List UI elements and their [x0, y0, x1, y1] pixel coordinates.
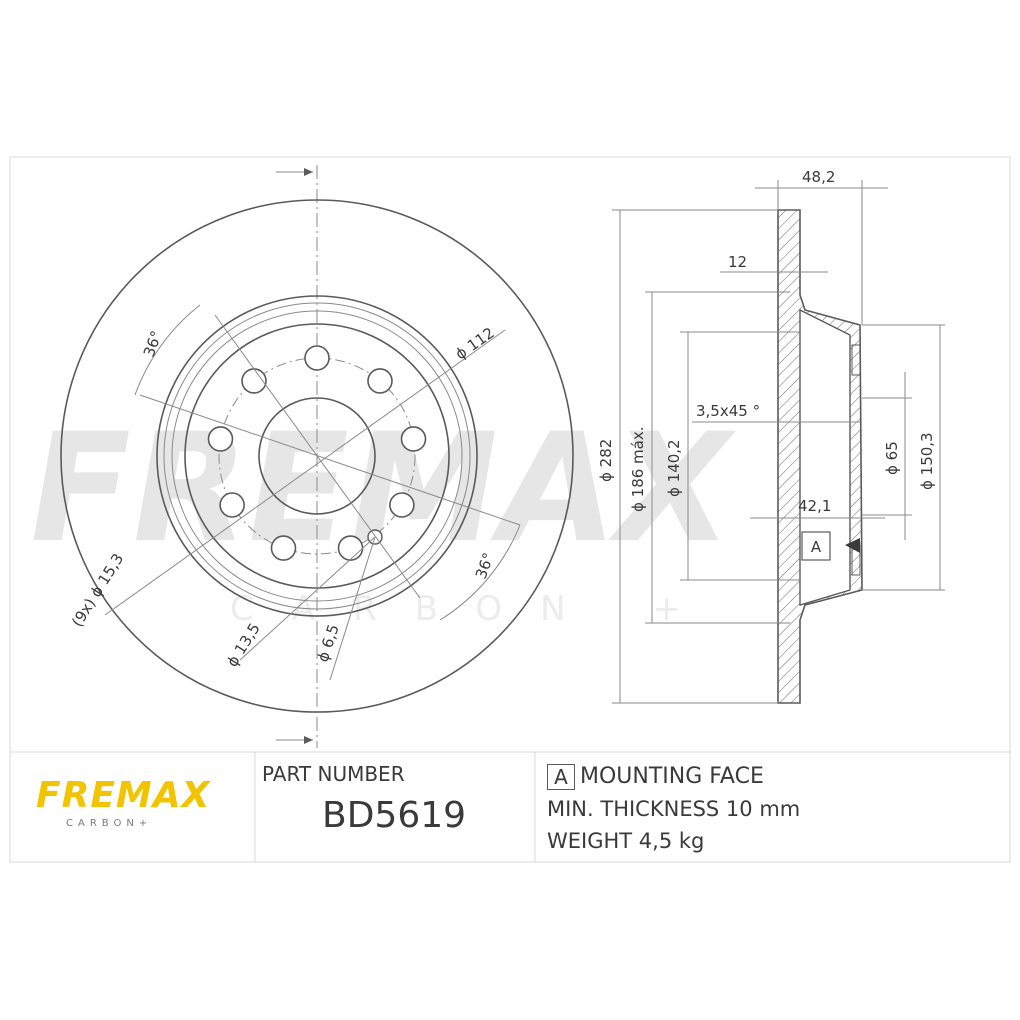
- bolt-holes: [207, 345, 427, 561]
- bolt-hole: [304, 345, 330, 371]
- angle-arc-bottom: [439, 524, 521, 621]
- bolt-hole: [337, 535, 364, 561]
- part-number-label: PART NUMBER: [262, 762, 405, 786]
- diameter-leader-2: [214, 314, 421, 599]
- dim-42-1: 42,1: [798, 497, 831, 515]
- cut-arrowhead-bottom: [304, 736, 313, 744]
- dim-diam-140: ϕ 140,2: [665, 439, 683, 497]
- logo-brand: FREMAX: [36, 775, 211, 816]
- dim-48-2: 48,2: [802, 168, 835, 186]
- hub-notch-top: [851, 344, 861, 376]
- angle-arc-top: [134, 304, 201, 396]
- hat-ring-3: [184, 323, 450, 589]
- dim-chamfer: 3,5x45 °: [696, 402, 760, 420]
- part-number: BD5619: [322, 795, 467, 836]
- watermark-brand: FREMAX: [13, 401, 745, 576]
- diameter-leader-4: [329, 536, 376, 681]
- datum-a-triangle: [845, 538, 860, 553]
- hat-inner-void: [799, 308, 851, 606]
- diameter-leader-3: [104, 329, 506, 616]
- dim-diam-186: ϕ 186 máx.: [629, 426, 647, 512]
- weight: WEIGHT 4,5 kg: [547, 829, 705, 853]
- cut-arrowhead-top: [304, 168, 313, 176]
- diameter-leader-1: [139, 394, 521, 526]
- hat-outer-ring: [163, 302, 471, 610]
- center-bore: [258, 397, 376, 515]
- dim-diam-150: ϕ 150,3: [918, 432, 936, 490]
- bolt-hole: [270, 535, 297, 561]
- front-view: ϕ 112 36° 36° (9x) ϕ 15,3 ϕ 13,5 ϕ 6,5: [60, 165, 574, 748]
- hat-ring-2: [171, 310, 463, 602]
- dim-diam-282: ϕ 282: [597, 439, 615, 482]
- logo-sub: CARBON+: [66, 818, 153, 829]
- section-view: A 48,2 12 3,5x45 ° 42,1 ϕ 282 ϕ 186 máx.…: [597, 168, 945, 704]
- disc-outer-edge: [60, 199, 574, 713]
- diameter-leader-5: [239, 536, 376, 661]
- friction-ring-inner: [156, 295, 478, 617]
- dim-diam-65: ϕ 65: [883, 441, 901, 475]
- mounting-face-label: MOUNTING FACE: [580, 764, 764, 789]
- dim-12: 12: [728, 253, 747, 271]
- bolt-hole: [367, 368, 393, 394]
- bolt-hole: [389, 492, 415, 518]
- bolt-hole: [400, 426, 427, 452]
- datum-a-label: A: [811, 538, 822, 556]
- dim-pcd-112: ϕ 112: [452, 324, 498, 364]
- min-thickness: MIN. THICKNESS 10 mm: [547, 797, 801, 821]
- bolt-hole: [219, 492, 245, 518]
- mounting-face-datum-box: A: [547, 764, 575, 790]
- bolt-hole: [207, 426, 234, 452]
- datum-a-box: [801, 531, 831, 561]
- dim-angle-top: 36°: [140, 328, 166, 359]
- drawing-frame: [9, 156, 1011, 863]
